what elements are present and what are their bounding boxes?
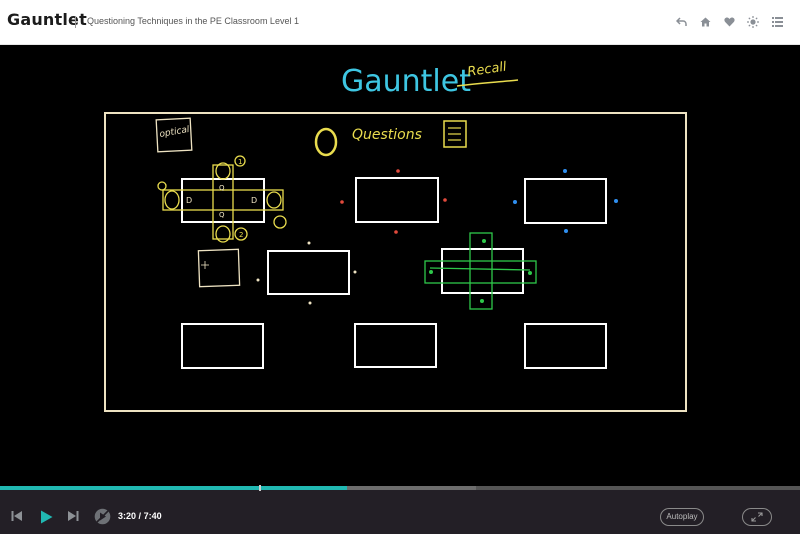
zone-3-1 xyxy=(181,323,264,369)
marker-d-left: D xyxy=(186,196,192,205)
yellow-annotation xyxy=(157,155,287,243)
whiteboard-drawing: Gauntlet Recall optical Questions xyxy=(104,60,687,412)
zero-symbol xyxy=(314,127,338,157)
marker-1: 1 xyxy=(238,158,242,166)
marker-q-bottom: Q xyxy=(219,211,225,219)
brightness-icon[interactable] xyxy=(746,14,760,30)
top-bar: Gauntlet Questioning Techniques in the P… xyxy=(0,0,800,45)
marker-q-top: Q xyxy=(219,184,225,192)
list-sketch-lines xyxy=(448,127,461,141)
gauntlet-logo[interactable]: Gauntlet xyxy=(7,10,87,29)
skip-back-icon xyxy=(11,511,22,521)
board-subtitle: Recall xyxy=(466,60,507,80)
current-time: 3:20 xyxy=(118,511,137,521)
back-icon[interactable] xyxy=(674,14,688,30)
zone-2-2 xyxy=(441,248,524,294)
home-icon[interactable] xyxy=(698,14,712,30)
marker-2: 2 xyxy=(239,231,243,239)
skip-forward-button[interactable] xyxy=(66,509,80,523)
marker-d-right: D xyxy=(251,196,257,205)
green-annotation xyxy=(424,232,537,310)
zone-3-2 xyxy=(354,323,437,368)
fullscreen-icon xyxy=(751,512,763,522)
questions-label: Questions xyxy=(352,127,422,143)
play-button[interactable] xyxy=(38,509,54,525)
play-icon xyxy=(40,510,52,524)
title-underline xyxy=(456,79,519,87)
cursor-mark xyxy=(201,261,209,269)
blue-markers xyxy=(513,169,618,233)
progress-bar[interactable] xyxy=(0,485,800,491)
skip-forward-icon xyxy=(68,511,79,521)
heart-icon[interactable] xyxy=(722,14,736,30)
zone-1-3 xyxy=(524,178,607,224)
white-markers xyxy=(256,241,357,305)
fullscreen-button[interactable] xyxy=(742,508,772,526)
time-separator: / xyxy=(138,511,142,521)
red-markers xyxy=(340,169,447,234)
zone-3-3 xyxy=(524,323,607,369)
time-display: 3:20 / 7:40 xyxy=(118,511,162,521)
duration: 7:40 xyxy=(143,511,162,521)
skip-back-button[interactable] xyxy=(10,509,24,523)
court-outline xyxy=(104,112,687,412)
course-title: Questioning Techniques in the PE Classro… xyxy=(87,16,299,26)
green-markers xyxy=(429,239,532,303)
header-divider xyxy=(75,16,76,28)
video-stage[interactable]: Gauntlet Recall optical Questions xyxy=(0,45,800,486)
speed-off-icon xyxy=(94,508,110,524)
list-icon[interactable] xyxy=(770,14,784,30)
zone-2-1 xyxy=(267,250,350,295)
board-title: Gauntlet xyxy=(341,64,471,99)
autoplay-toggle[interactable]: Autoplay xyxy=(660,508,704,526)
header-icons xyxy=(674,14,784,30)
hover-marker xyxy=(259,485,261,491)
optical-box xyxy=(155,117,193,153)
zone-1-2 xyxy=(355,177,439,223)
list-sketch xyxy=(443,120,467,148)
speed-button[interactable] xyxy=(93,507,111,525)
player-controls: 3:20 / 7:40 Autoplay xyxy=(0,485,800,534)
sketch-box xyxy=(197,248,241,288)
progress-played xyxy=(0,486,348,490)
optical-label: optical xyxy=(159,125,191,140)
